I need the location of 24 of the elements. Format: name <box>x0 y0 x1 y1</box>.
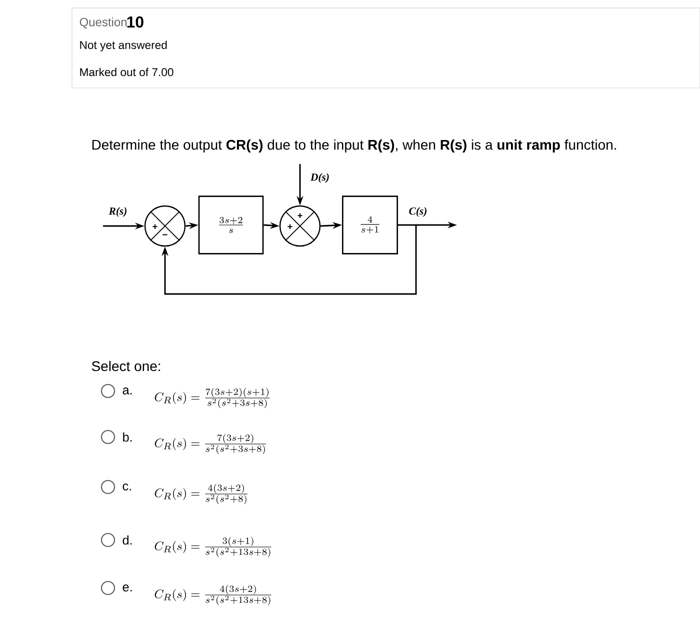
summing-junction: + − <box>144 205 186 247</box>
option-letter: b. <box>123 432 132 442</box>
arrow <box>162 225 417 295</box>
answer-formula: $C_{R}(s)=\frac{7(3s+2)}{s^{2}(s^{2}+3s+8)}$ <box>154 434 266 454</box>
transfer-function-block: $\frac{4}{s+1}$ <box>342 196 398 254</box>
option-letter: e. <box>122 584 132 592</box>
question-text: Determine the output CR(s) due to the input R(s), when R(s) is a unit ramp function. <box>92 139 616 153</box>
prompt-text: Select one: <box>92 360 160 372</box>
transfer-function-block: $\frac{3s+2}{s}$ <box>198 196 264 254</box>
status-text: Marked out of 7.00 <box>80 68 174 76</box>
signal-label: R(s) <box>108 207 126 217</box>
question-number: 10 <box>127 16 144 28</box>
answer-formula: $C_{R}(s)=\frac{3(s+1)}{s^{2}(s^{2}+13s+8)}$ <box>154 536 272 558</box>
status-text: Not yet answered <box>80 40 167 52</box>
signal-label: C(s) <box>409 207 426 217</box>
answer-formula: $C_{R}(s)=\frac{4(3s+2)}{s^{2}(s^{2}+8)}$ <box>154 484 248 504</box>
answer-formula: $C_{R}(s)=\frac{4(3s+2)}{s^{2}(s^{2}+13s+8)}$ <box>154 584 272 606</box>
summing-junction: + + <box>279 205 321 247</box>
option-letter: c. <box>122 484 131 490</box>
heading-text: Question <box>80 18 127 28</box>
answer-formula: $C_{R}(s)=\frac{7(3s+2)(s+1)}{s^{2}(s^{2}+3s+8)}$ <box>154 388 270 408</box>
option-letter: a. <box>122 388 132 394</box>
option-letter: d. <box>122 535 132 545</box>
signal-label: D(s) <box>310 173 329 183</box>
